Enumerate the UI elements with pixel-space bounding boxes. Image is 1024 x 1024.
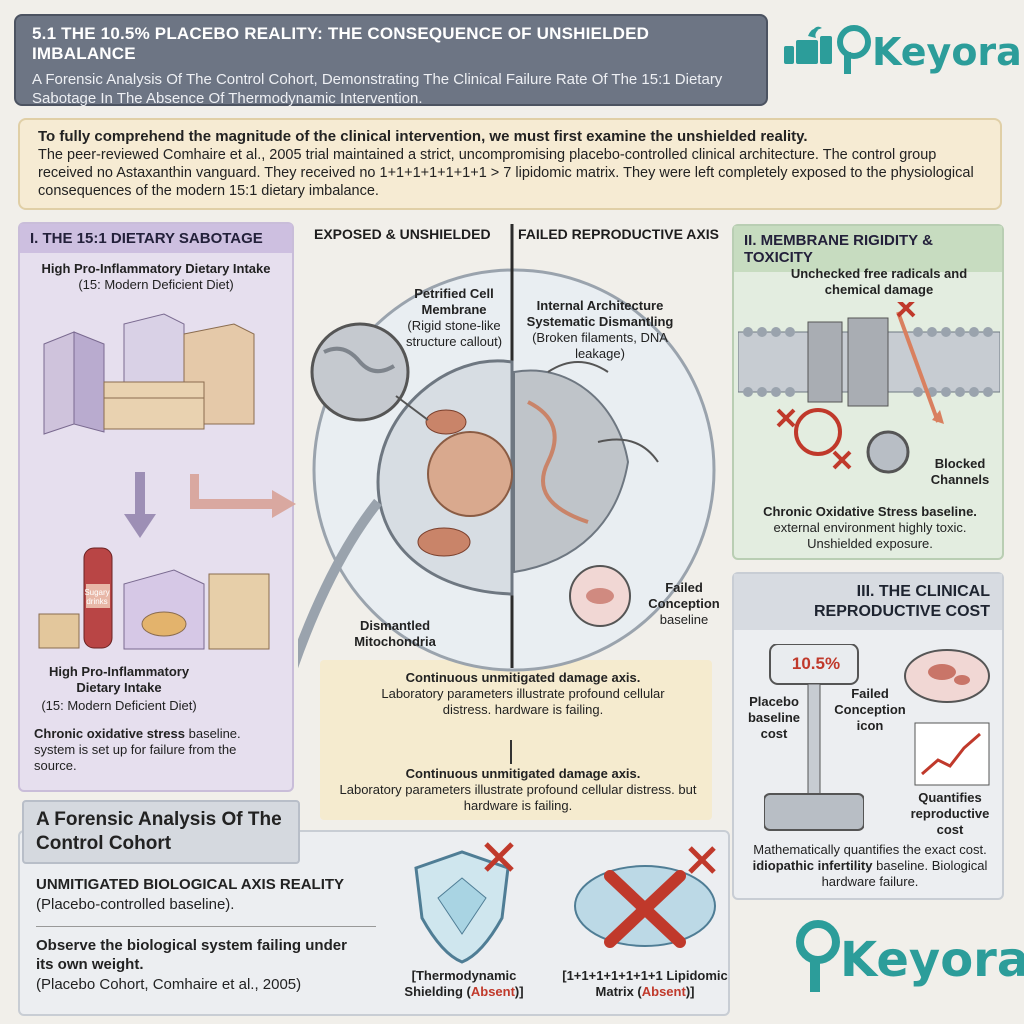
conception-sub: baseline [659, 612, 709, 627]
shield-icon [414, 842, 514, 964]
damaged-cell-diagram [298, 224, 716, 672]
membrane-rigidity-panel: II. MEMBRANE RIGIDITY & TOXICITY Uncheck… [732, 224, 1004, 560]
axis-divider [510, 740, 512, 764]
dietary-panel-title: I. THE 15:1 DIETARY SABOTAGE [20, 224, 292, 253]
architecture-title: Internal Architecture Systematic Dismant… [526, 298, 674, 329]
matrix-absent: Absent [641, 984, 686, 999]
intro-lead: To fully comprehend the magnitude of the… [38, 128, 808, 145]
matrix-close: )] [685, 984, 695, 999]
damage-axis-box [320, 660, 712, 820]
shield-label-text: [Thermodynamic Shielding ( [404, 968, 517, 999]
observe-sub: (Placebo Cohort, Comhaire et al., 2005) [36, 976, 302, 993]
damage-axis-body-2: Laboratory parameters illustrate profoun… [339, 782, 697, 813]
conception-title: Failed Conception [648, 580, 720, 611]
axis-reality-title: UNMITIGATED BIOLOGICAL AXIS REALITY [36, 876, 345, 893]
forensic-analysis-title: A Forensic Analysis Of The Control Cohor… [22, 800, 300, 864]
oxidative-note: Chronic Oxidative Stress baseline. exter… [742, 504, 998, 552]
scale-icon [764, 644, 864, 831]
key-icon [796, 920, 840, 992]
processed-food-boxes-illustration [43, 313, 255, 435]
observe-title: Observe the biological system failing un… [36, 937, 347, 973]
brand-logo-top: Keyora [782, 18, 1022, 82]
page-subtitle: A Forensic Analysis Of The Control Cohor… [32, 71, 723, 107]
shield-close: )] [514, 984, 524, 999]
free-radicals-label: Unchecked free radicals and chemical dam… [790, 266, 968, 297]
logo-wordmark: Keyora [872, 30, 1022, 74]
cell-illustration-area: EXPOSED & UNSHIELDED FAILED REPRODUCTIVE… [298, 222, 728, 822]
blocked-channels-label: Blocked Channels [930, 456, 990, 487]
oxidative-note-bold: Chronic Oxidative Stress baseline. [763, 504, 977, 519]
dietary-top-sub: (15: Modern Deficient Diet) [78, 277, 234, 292]
ship-icon [784, 25, 871, 74]
lipid-matrix-icon [574, 846, 716, 948]
dietary-sabotage-panel: I. THE 15:1 DIETARY SABOTAGE High Pro-In… [18, 222, 296, 792]
membrane-sub: (Rigid stone-like structure callout) [405, 318, 503, 349]
damage-axis-body-1: Laboratory parameters illustrate profoun… [381, 686, 665, 717]
failed-axis-header: FAILED REPRODUCTIVE AXIS [518, 226, 719, 242]
dietary-note-rest: baseline. system is set up for failure f… [34, 726, 241, 773]
failed-conception-label: Failed Conception icon [834, 686, 906, 733]
bottle-label: Sugary drinks [84, 588, 110, 606]
oxidative-note-rest: external environment highly toxic. Unshi… [773, 520, 967, 551]
logo-wordmark-bottom: Keyora [840, 932, 1024, 988]
right-arrow-icon [190, 474, 296, 518]
cost-note-bold: idiopathic infertility [752, 858, 873, 873]
intro-box: To fully comprehend the magnitude of the… [18, 118, 1002, 210]
page-title: 5.1 THE 10.5% PLACEBO REALITY: THE CONSE… [32, 24, 650, 63]
cost-note-b: baseline. Biological hardware failure. [821, 858, 988, 889]
dietary-note: Chronic oxidative stress baseline. syste… [34, 726, 274, 774]
cost-note: Mathematically quantifies the exact cost… [742, 842, 998, 890]
dietary-note-bold: Chronic oxidative stress [34, 726, 185, 741]
intro-body: The peer-reviewed Comhaire et al., 2005 … [38, 147, 974, 199]
junk-food-illustration [38, 547, 270, 650]
membrane-panel-title: II. MEMBRANE RIGIDITY & TOXICITY [734, 226, 1002, 272]
damage-axis-title-1: Continuous unmitigated damage axis. [405, 670, 641, 685]
reproductive-cost-title: III. THE CLINICAL REPRODUCTIVE COST [734, 574, 1002, 630]
matrix-label: [1+1+1+1+1+1+1 Lipidomic Matrix (Absent)… [560, 968, 730, 1000]
dietary-bottom-label: High Pro-Inflammatory Dietary Intake [48, 664, 190, 695]
matrix-label-text: [1+1+1+1+1+1+1 Lipidomic Matrix ( [562, 968, 728, 999]
cost-note-a: Mathematically quantifies the exact cost… [753, 842, 987, 857]
damage-axis-title-2: Continuous unmitigated damage axis. [405, 766, 641, 781]
architecture-sub: (Broken filaments, DNA leakage) [532, 330, 668, 361]
header-box: 5.1 THE 10.5% PLACEBO REALITY: THE CONSE… [14, 14, 768, 107]
axis-reality-sub: (Placebo-controlled baseline). [36, 896, 235, 913]
dietary-bottom-sub: (15: Modern Deficient Diet) [41, 698, 197, 713]
shield-label: [Thermodynamic Shielding (Absent)] [394, 968, 534, 1000]
placebo-label: Placebo baseline cost [747, 694, 801, 741]
dietary-top-label: High Pro-Inflammatory Dietary Intake [41, 261, 271, 276]
mitochondria-label: Dismantled Mitochondria [354, 618, 436, 649]
quantifies-label: Quantifies reproductive cost [910, 790, 990, 837]
shield-absent: Absent [470, 984, 515, 999]
petri-dish-icon [904, 649, 990, 703]
membrane-bilayer-illustration [738, 302, 1000, 474]
scale-value: 10.5% [791, 654, 841, 673]
divider [36, 926, 376, 927]
membrane-title: Petrified Cell Membrane [414, 286, 494, 317]
exposed-header: EXPOSED & UNSHIELDED [314, 226, 491, 242]
reproductive-cost-panel: III. THE CLINICAL REPRODUCTIVE COST 10.5… [732, 572, 1004, 900]
down-arrow-icon [124, 472, 156, 538]
rising-chart-icon [914, 722, 990, 786]
brand-logo-bottom: Keyora [790, 918, 1024, 998]
